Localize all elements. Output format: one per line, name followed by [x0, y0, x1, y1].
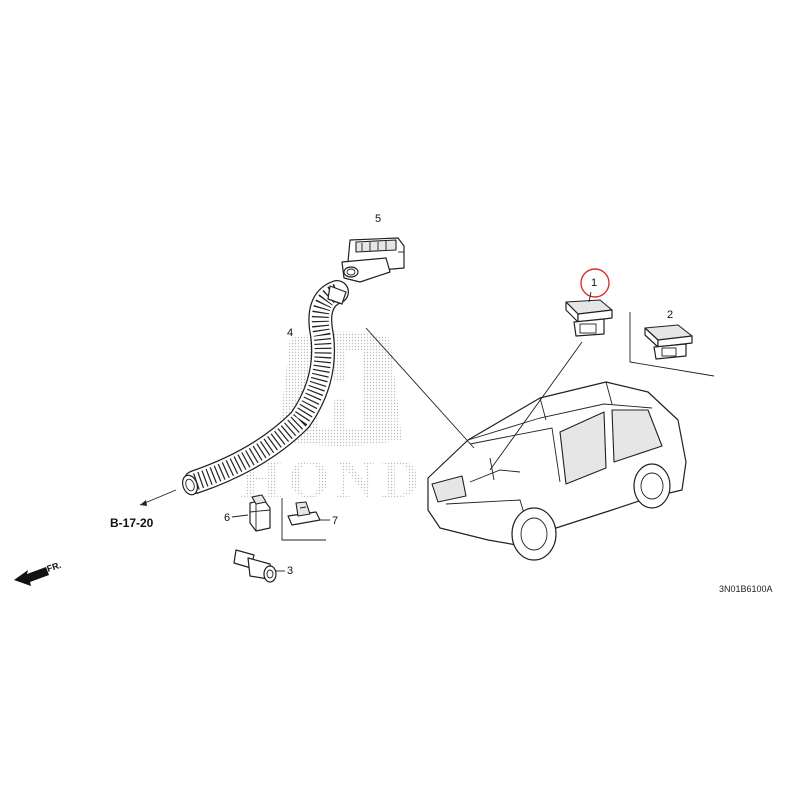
front-arrow-icon: [14, 567, 49, 586]
bracket-part-2: [629, 312, 715, 377]
callout-5[interactable]: 5: [375, 213, 381, 225]
callout-7[interactable]: 7: [332, 515, 338, 527]
highlight-circle-part-1: [580, 268, 610, 298]
callout-1[interactable]: 1: [591, 277, 597, 289]
leader-part-1-to-vehicle: [489, 341, 583, 471]
callout-3[interactable]: 3: [287, 565, 293, 577]
part-4-corrugated-tube[interactable]: [139, 280, 349, 506]
part-3-sensor[interactable]: [233, 549, 277, 583]
part-6-clip[interactable]: [249, 494, 271, 532]
callout-2[interactable]: 2: [667, 309, 673, 321]
diagram-code: 3N01B6100A: [719, 584, 773, 594]
leader-part-5-to-vehicle: [365, 327, 475, 449]
leader-callout-1: [588, 291, 592, 303]
reference-label[interactable]: B-17-20: [110, 516, 154, 530]
front-direction-indicator: FR.: [14, 560, 62, 586]
leader-callout-6: [231, 514, 249, 518]
vehicle-outline: [427, 381, 687, 561]
part-1-switch[interactable]: [565, 299, 613, 337]
callout-4[interactable]: 4: [287, 327, 293, 339]
front-label: FR.: [46, 560, 63, 574]
callout-6[interactable]: 6: [224, 512, 230, 524]
part-2-cover[interactable]: [644, 324, 693, 360]
bracket-parts-6-7: [281, 498, 326, 541]
part-5-connector[interactable]: [341, 237, 405, 283]
